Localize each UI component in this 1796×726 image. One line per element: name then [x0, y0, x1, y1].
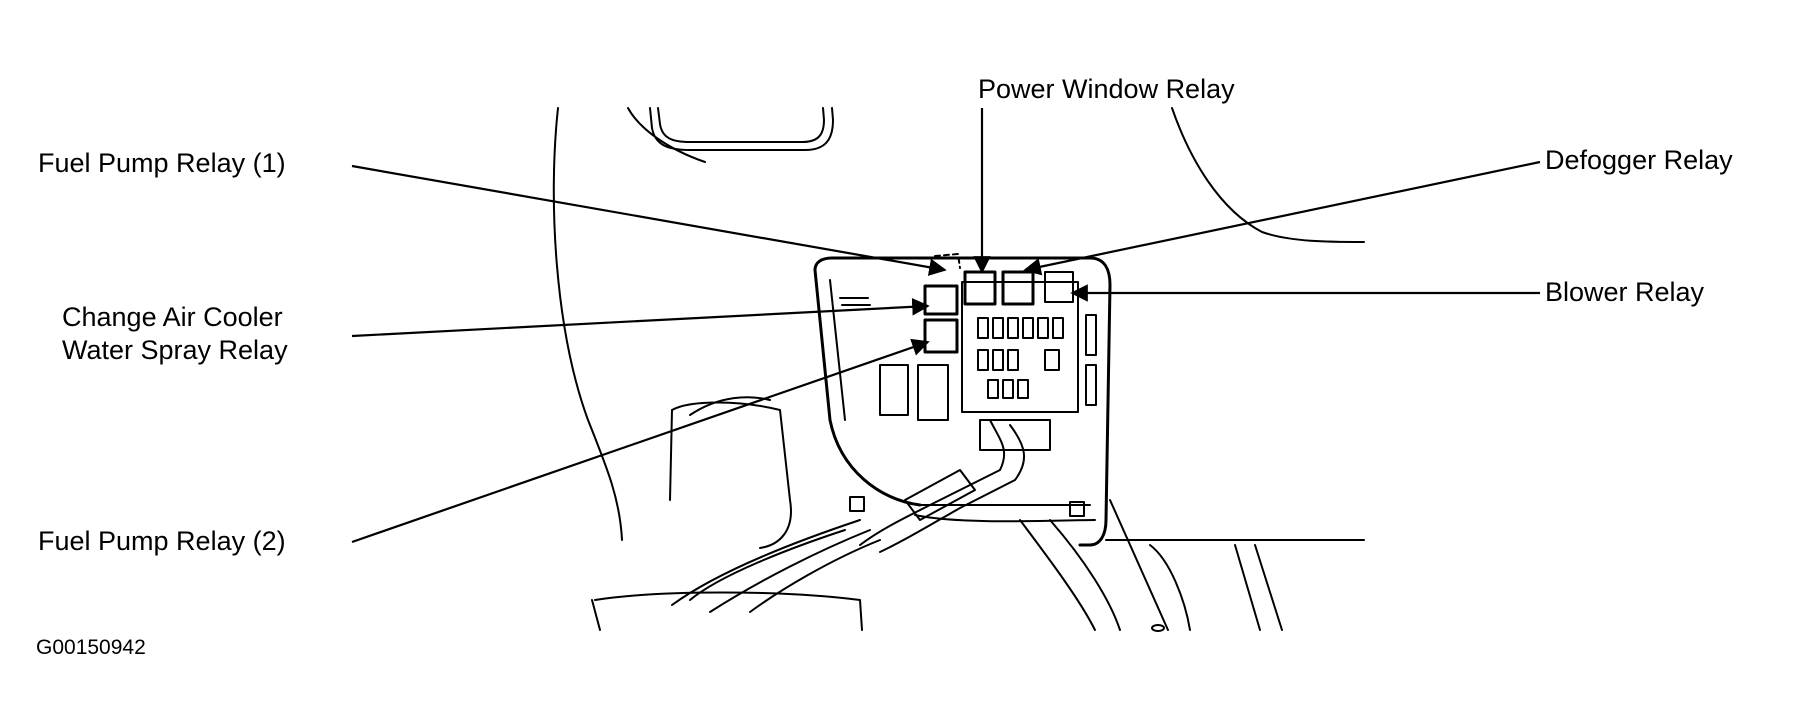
- harness-sleeve: [904, 469, 976, 521]
- fuse-row-1-c: [1007, 317, 1019, 339]
- lower-cable-3: [689, 529, 846, 601]
- fuse-row-1-e: [1037, 317, 1049, 339]
- fuse-box-inner-left: [829, 279, 846, 421]
- harness-connector: [979, 419, 1051, 451]
- bolt-hole: [1151, 624, 1165, 632]
- connector-left-b: [917, 364, 949, 421]
- connector-left-a: [879, 364, 909, 416]
- leader-fuel-pump-2: [351, 338, 930, 544]
- fuse-box-housing-left: [813, 268, 922, 507]
- lower-right-curve: [1149, 544, 1191, 631]
- fuse-box-base: [914, 514, 1096, 523]
- lower-frame-3: [1109, 499, 1169, 631]
- wire-harness-2: [879, 424, 1026, 553]
- fuse-block: [961, 281, 1079, 413]
- lower-frame-2: [1049, 519, 1121, 631]
- fuse-row-2-d: [1044, 349, 1060, 371]
- lower-frame-5: [1254, 544, 1283, 631]
- fuse-row-3-b: [1002, 379, 1014, 399]
- leader-defogger: [1023, 160, 1541, 276]
- steering-column: [671, 401, 792, 549]
- figure-id: G00150942: [36, 636, 146, 659]
- fuse-row-2-c: [1007, 349, 1019, 371]
- steering-bracket: [591, 599, 601, 631]
- harness-clip-left: [849, 496, 865, 512]
- lower-cable-1: [671, 519, 861, 606]
- relay-fuel-pump-2: [923, 318, 959, 354]
- vent-outline: [649, 107, 834, 151]
- dash-panel-right-curve: [1171, 107, 1365, 243]
- fuse-row-2-a: [977, 349, 989, 371]
- lower-cable-4: [749, 539, 881, 613]
- steering-column-lower: [669, 409, 673, 501]
- fuse-row-3-a: [987, 379, 999, 399]
- fuse-box-housing: [813, 256, 1112, 547]
- label-blower-relay: Blower Relay: [1545, 277, 1705, 307]
- label-change-air-cooler-line2: Water Spray Relay: [62, 335, 288, 365]
- lower-frame-1: [1019, 519, 1096, 631]
- fuse-row-1-d: [1022, 317, 1034, 339]
- vent-outline-inner: [657, 107, 825, 143]
- lower-cable-2: [709, 529, 871, 613]
- fuse-row-3-c: [1017, 379, 1029, 399]
- harness-clip-right: [1069, 501, 1085, 517]
- label-defogger-relay: Defogger Relay: [1545, 145, 1733, 175]
- fuse-row-1-f: [1052, 317, 1064, 339]
- dash-panel-top-curve: [627, 107, 706, 163]
- fuse-row-2-b: [992, 349, 1004, 371]
- wire-harness: [859, 419, 1006, 546]
- steering-lower-body: [594, 591, 863, 631]
- label-fuel-pump-relay-2: Fuel Pump Relay (2): [38, 526, 286, 556]
- label-change-air-cooler-line1: Change Air Cooler: [62, 302, 283, 332]
- relay-defogger: [1001, 270, 1035, 306]
- leader-change-air-cooler: [351, 298, 930, 338]
- label-power-window-relay: Power Window Relay: [978, 74, 1235, 104]
- lower-frame-4: [1234, 544, 1261, 631]
- fuse-side-slot-top: [1085, 314, 1097, 356]
- dash-panel-left-edge: [552, 107, 623, 541]
- label-fuel-pump-relay-1: Fuel Pump Relay (1): [38, 148, 286, 178]
- fuse-row-1-b: [992, 317, 1004, 339]
- relay-fuel-pump-1-outline: [934, 253, 961, 269]
- fuse-row-1-a: [977, 317, 989, 339]
- fuse-side-slot-bottom: [1085, 364, 1097, 406]
- leader-fuel-pump-1: [351, 164, 947, 276]
